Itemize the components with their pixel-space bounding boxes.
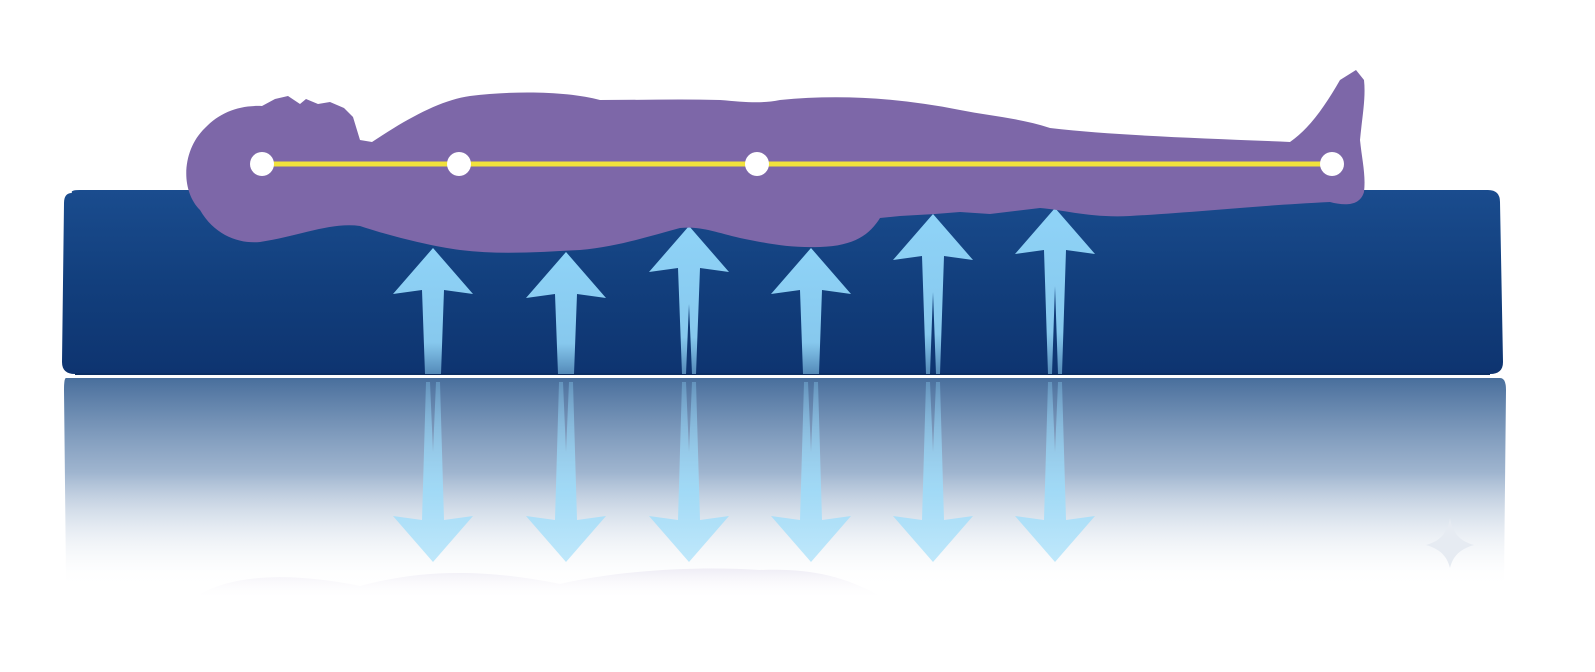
hip-joint (745, 152, 769, 176)
support-arrow (893, 214, 973, 374)
body-silhouette (186, 70, 1365, 253)
support-arrow-reflections (393, 382, 1095, 562)
support-arrow-reflection (1015, 382, 1095, 562)
support-arrow-reflection (771, 382, 851, 562)
support-arrow-reflection (649, 382, 729, 562)
support-arrow (649, 226, 729, 374)
support-arrows (393, 208, 1095, 374)
support-arrow (771, 248, 851, 374)
support-arrow-reflection (393, 382, 473, 562)
support-arrow-reflection (893, 382, 973, 562)
support-arrow (526, 252, 606, 374)
support-arrow (1015, 208, 1095, 374)
shoulder-joint (447, 152, 471, 176)
support-arrow (393, 248, 473, 374)
sparkle-icon (1426, 518, 1474, 568)
head-joint (250, 152, 274, 176)
ankle-joint (1320, 152, 1344, 176)
support-arrow-reflection (526, 382, 606, 562)
mattress-reflection (64, 378, 1506, 600)
spine-alignment (250, 152, 1344, 176)
